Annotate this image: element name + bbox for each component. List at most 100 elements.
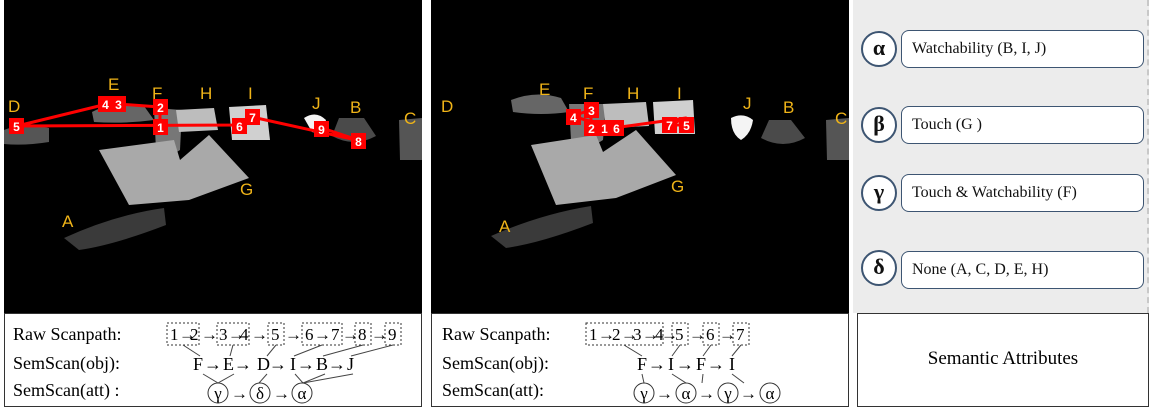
label-C: C — [835, 109, 847, 128]
svg-text:→: → — [297, 354, 315, 374]
middle-caption-box: Raw Scanpath: SemScan(obj): SemScan(att)… — [431, 313, 849, 407]
gamma-symbol: γ — [861, 175, 897, 211]
gamma-attribute-box: Touch & Watchability (F) — [901, 174, 1144, 212]
middle-object-labels: D E F H I J B C G A — [441, 80, 847, 236]
object-A-shape — [64, 208, 166, 250]
delta-attribute-box: None (A, C, D, E, H) — [901, 251, 1144, 289]
svg-text:→: → — [656, 384, 673, 403]
object-B-shape — [761, 120, 805, 144]
fixation-1: 1 — [157, 121, 164, 135]
middle-scene-svg: D E F H I J B C G A 1 2 3 4 5 6 7 — [441, 80, 849, 248]
middle-fixations: 1 2 3 4 5 6 7 — [566, 102, 694, 136]
obj-item-6: J — [347, 354, 354, 374]
svg-text:→: → — [689, 325, 706, 344]
raw-item-8: 8 — [358, 325, 367, 344]
svg-text:→: → — [231, 384, 248, 403]
svg-text:→: → — [179, 325, 196, 344]
raw-item-4: 4 — [655, 325, 664, 344]
svg-text:→: → — [371, 325, 388, 344]
fixation-4: 4 — [570, 111, 577, 125]
semscan-obj-label: SemScan(obj): — [13, 353, 120, 374]
raw-item-3: 3 — [633, 325, 642, 344]
label-J: J — [743, 94, 752, 113]
att-item-2: α — [682, 384, 691, 403]
svg-text:→: → — [707, 354, 725, 374]
alpha-attribute-box: Watchability (B, I, J) — [901, 30, 1144, 68]
left-fixations: 1 2 3 4 5 6 7 8 9 — [9, 96, 366, 149]
fixation-5: 5 — [13, 120, 20, 134]
left-object-labels: D E F H I J B C G A — [8, 75, 416, 231]
att-item-2: δ — [256, 384, 264, 403]
fixation-9: 9 — [318, 123, 325, 137]
svg-text:→: → — [719, 325, 736, 344]
obj-item-2: I — [668, 354, 674, 374]
label-J: J — [312, 94, 321, 113]
obj-item-2: E — [223, 354, 234, 374]
label-B: B — [783, 98, 794, 117]
label-H: H — [200, 84, 212, 103]
label-F: F — [152, 84, 162, 103]
label-E: E — [108, 75, 119, 94]
middle-raw-items: 1 → 2 → 3 → 4 → 5 → 6 → 7 — [585, 322, 750, 346]
label-I: I — [677, 84, 682, 103]
label-E: E — [539, 80, 550, 99]
raw-item-4: 4 — [240, 325, 249, 344]
raw-item-9: 9 — [388, 325, 397, 344]
left-caption-box: Raw Scanpath: SemScan(obj): SemScan(att)… — [4, 313, 422, 407]
raw-item-2: 2 — [612, 325, 621, 344]
middle-caption-svg: Raw Scanpath: SemScan(obj): SemScan(att)… — [442, 322, 781, 404]
fixation-7: 7 — [666, 119, 673, 133]
svg-text:→: → — [621, 325, 638, 344]
left-scene-svg: D E F H I J B C G A 1 2 3 4 5 6 7 8 9 — [4, 75, 422, 250]
beta-symbol: β — [861, 107, 897, 143]
label-F: F — [583, 84, 593, 103]
object-H-shape — [176, 108, 218, 132]
semantic-attributes-caption: Semantic Attributes — [927, 348, 1079, 369]
svg-text:→: → — [648, 354, 666, 374]
svg-text:→: → — [269, 354, 287, 374]
obj-item-1: F — [193, 354, 203, 374]
object-E-shape — [511, 94, 569, 114]
beta-attribute-box: Touch (G ) — [901, 106, 1144, 144]
left-obj-items: F → E → D → I → B → J — [193, 354, 354, 374]
svg-text:→: → — [314, 325, 331, 344]
svg-text:→: → — [285, 325, 302, 344]
svg-text:→: → — [740, 384, 757, 403]
raw-scanpath-label: Raw Scanpath: — [442, 324, 550, 344]
fixation-2: 2 — [157, 101, 164, 115]
object-C-shape — [399, 118, 422, 160]
fixation-6: 6 — [613, 122, 620, 136]
att-item-1: γ — [639, 384, 648, 403]
raw-item-2: 2 — [190, 325, 199, 344]
svg-text:→: → — [234, 354, 252, 374]
svg-text:→: → — [328, 354, 346, 374]
raw-item-5: 5 — [675, 325, 684, 344]
obj-item-3: D — [257, 354, 270, 374]
object-G-shape — [531, 130, 676, 205]
obj-item-4: I — [729, 354, 735, 374]
fixation-4: 4 — [102, 98, 109, 112]
obj-item-5: B — [316, 354, 328, 374]
alpha-symbol: α — [861, 31, 897, 67]
left-raw-items: 1 → 2 → 3 → 4 → 5 → 6 → 7 → 8 → 9 — [166, 322, 402, 346]
label-I: I — [248, 84, 253, 103]
raw-scanpath-label: Raw Scanpath: — [13, 324, 121, 344]
raw-item-6: 6 — [706, 325, 715, 344]
fixation-2: 2 — [588, 122, 595, 136]
label-D: D — [441, 97, 453, 116]
fixation-6: 6 — [236, 120, 243, 134]
left-att-items: γ → δ → α — [207, 382, 313, 404]
svg-text:→: → — [273, 384, 290, 403]
middle-att-items: γ → α → γ → α — [633, 382, 781, 404]
fixation-3: 3 — [115, 98, 122, 112]
label-G: G — [240, 180, 253, 199]
object-J-shape — [731, 115, 753, 140]
obj-item-3: F — [696, 354, 706, 374]
object-A-shape — [491, 206, 593, 248]
obj-item-1: F — [637, 354, 647, 374]
semscan-att-label: SemScan(att) : — [13, 380, 119, 401]
svg-text:→: → — [676, 354, 694, 374]
semscan-obj-label: SemScan(obj): — [442, 353, 549, 374]
raw-item-1: 1 — [170, 325, 179, 344]
svg-text:→: → — [598, 325, 615, 344]
